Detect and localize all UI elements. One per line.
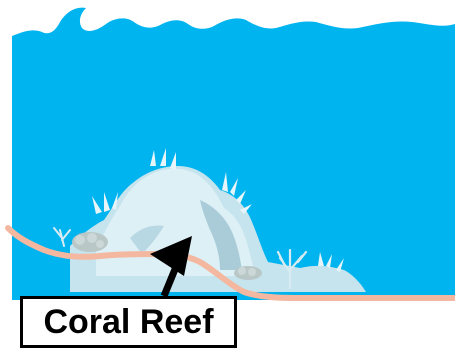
- coral-reef-label-box: Coral Reef: [20, 296, 237, 348]
- coral-rock-right: [234, 266, 262, 280]
- coral-rock-left: [72, 232, 108, 252]
- coral-reef-label: Coral Reef: [43, 303, 213, 342]
